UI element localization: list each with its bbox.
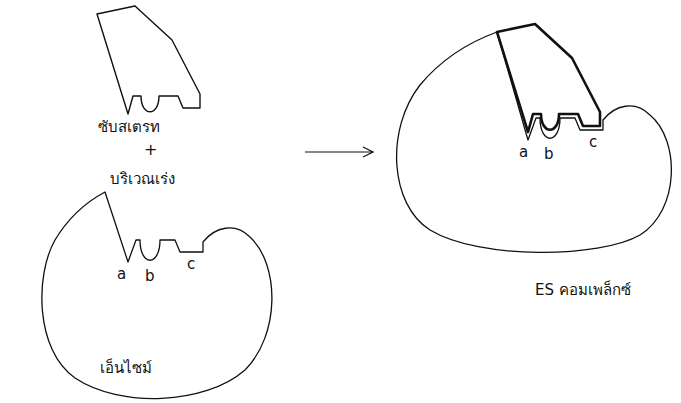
outline-path	[497, 24, 600, 132]
enzyme-shape: บริเวณเร่ง a b c เอ็นไซม์	[30, 145, 300, 403]
substrate-shape: ซับสเตรท	[90, 2, 212, 140]
site-letter: c	[187, 256, 195, 273]
outline-path	[97, 6, 200, 114]
site-letter: b	[544, 146, 554, 163]
outline-path	[397, 32, 672, 252]
site-letter: c	[589, 134, 597, 151]
site-letter: b	[145, 268, 155, 285]
outline-path	[42, 192, 272, 399]
outline-drawing	[378, 12, 676, 312]
es-complex-label: ES คอมเพล็กซ์	[535, 282, 631, 299]
enzyme-label: เอ็นไซม์	[100, 360, 152, 377]
site-letter: a	[519, 144, 528, 161]
active-site-label: บริเวณเร่ง	[110, 171, 175, 188]
plus-sign: +	[144, 141, 157, 159]
es-complex-shape: ab c ES คอมเพล็กซ์	[378, 12, 676, 312]
site-letter: a	[117, 266, 126, 283]
reaction-arrow	[305, 151, 373, 152]
substrate-label: ซับสเตรท	[98, 119, 160, 136]
